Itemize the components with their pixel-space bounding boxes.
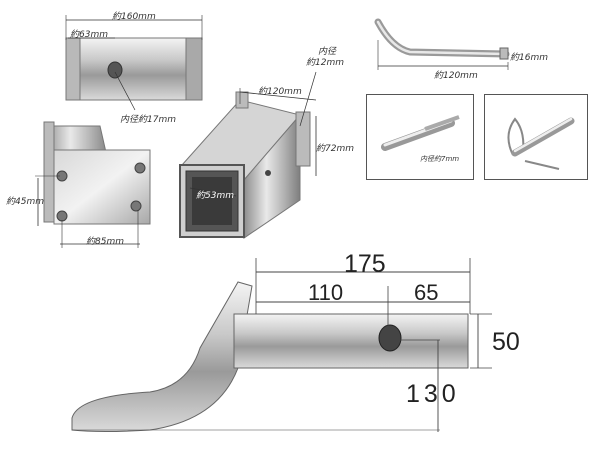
label-length-160: 約160mm	[112, 12, 156, 22]
hitch-side-view	[71, 258, 492, 432]
dim-110: 110	[308, 280, 344, 305]
label-72: 約72mm	[316, 144, 354, 154]
label-pin-16: 約16mm	[510, 53, 548, 63]
label-pin-inner-7: 内径約7mm	[420, 155, 460, 163]
label-45: 約45mm	[6, 197, 44, 207]
tube-hole	[107, 61, 123, 79]
dim-50: 50	[492, 328, 520, 356]
label-tube-120: 約120mm	[258, 87, 302, 97]
label-53: 約53mm	[196, 191, 234, 201]
tube-with-plate-view	[35, 121, 151, 248]
tube-isometric-view	[179, 71, 317, 239]
pin-view	[374, 18, 510, 70]
label-85: 約85mm	[86, 237, 124, 247]
label-pin-120: 約120mm	[434, 71, 478, 81]
label-inner-12-a: 内径	[318, 47, 337, 57]
receiver-hole	[378, 324, 402, 352]
pin-photo-1	[366, 94, 474, 180]
label-inner-12-b: 約12mm	[306, 58, 344, 68]
pin-photo-2	[484, 94, 588, 180]
dim-175: 175	[344, 250, 386, 278]
label-63: 約63mm	[70, 30, 108, 40]
label-inner-17: 内径約17mm	[120, 115, 176, 125]
tube-top-view	[65, 15, 203, 111]
dim-65: 65	[414, 280, 439, 305]
dim-130: 130	[406, 380, 460, 408]
